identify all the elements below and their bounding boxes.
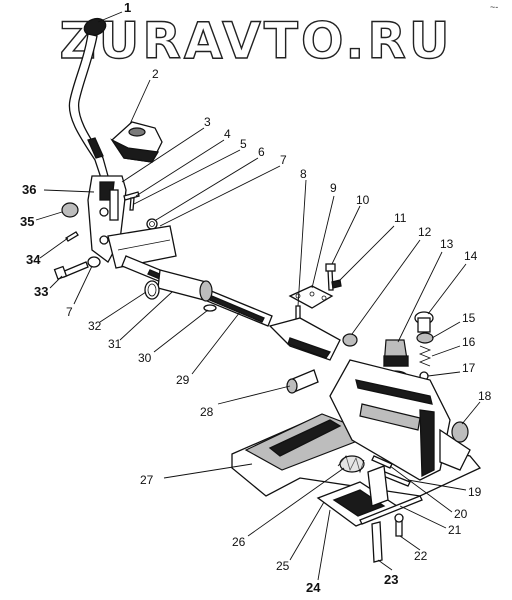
- callout-label: 22: [414, 549, 428, 563]
- cap-part-12: [342, 333, 358, 347]
- ring-part-32: [144, 280, 160, 300]
- callout-label: 25: [276, 559, 290, 573]
- shaft-sleeve-part-31: [157, 269, 207, 301]
- callout-label: 20: [454, 507, 468, 521]
- leader-lines: [35, 11, 481, 581]
- rod-part-21: [359, 495, 423, 525]
- callout-label: 8: [300, 167, 307, 181]
- callout-label: 34: [26, 252, 41, 267]
- callout-label: 31: [108, 337, 122, 351]
- callout-label: 18: [478, 389, 492, 403]
- callout-label: 11: [394, 211, 407, 225]
- callout-label: 23: [384, 572, 398, 587]
- callout-label: 12: [418, 225, 432, 239]
- nut-part-6: [146, 218, 158, 230]
- callout-label: 4: [224, 127, 231, 141]
- bolt-part-33: [53, 261, 89, 280]
- pin-part-34: [65, 231, 79, 242]
- bolt-part-14: [414, 311, 434, 333]
- callout-label: 6: [258, 145, 265, 159]
- callout-labels: 1 2 3 4 5 6 7 8 9 10 11 12 13 14 15 16 1…: [20, 0, 492, 595]
- callout-label: 36: [22, 182, 36, 197]
- callout-label: 28: [200, 405, 214, 419]
- plug-part-35: [61, 202, 79, 218]
- lever-cover: [110, 121, 163, 163]
- cap-part-18: [451, 421, 469, 443]
- callout-label: 19: [468, 485, 482, 499]
- callout-label: 1: [124, 0, 131, 15]
- screw-part-11: [331, 279, 342, 289]
- spring-part-16: [418, 345, 432, 367]
- callout-label: 16: [462, 335, 476, 349]
- pin-part-4: [123, 191, 140, 201]
- callout-label: 9: [330, 181, 337, 195]
- callout-label: 29: [176, 373, 190, 387]
- callout-label: 27: [140, 473, 154, 487]
- callout-label: 32: [88, 319, 102, 333]
- gearshift-housing: [231, 359, 482, 497]
- lever-knob: [83, 17, 107, 37]
- callout-label: 33: [34, 284, 48, 299]
- callout-label: 5: [240, 137, 247, 151]
- callout-label: 30: [138, 351, 152, 365]
- callout-label: 7: [280, 153, 287, 167]
- callout-label: 14: [464, 249, 478, 263]
- callout-label: 24: [306, 580, 321, 595]
- lever-sleeve: [87, 137, 104, 159]
- parts-drawing: [53, 17, 482, 563]
- callout-label: 15: [462, 311, 476, 325]
- callout-label: 13: [440, 237, 454, 251]
- switch-part-28: [286, 369, 319, 394]
- selector-lever-part-23: [367, 465, 389, 563]
- washer-part-15: [416, 332, 434, 344]
- pin-part-20: [371, 455, 393, 469]
- washer-part-7-left: [87, 256, 101, 268]
- pin-part-5: [129, 197, 135, 211]
- corner-mark: ~-: [490, 2, 498, 12]
- callout-label: 17: [462, 361, 476, 375]
- callout-label: 3: [204, 115, 211, 129]
- bracket-part-9: [288, 285, 334, 309]
- callout-label: 2: [152, 67, 159, 81]
- pin-part-30: [203, 304, 217, 312]
- callout-label: 35: [20, 214, 34, 229]
- callout-label: 26: [232, 535, 246, 549]
- watermark-text: ZURAVTO.RU: [60, 12, 453, 70]
- callout-label: 10: [356, 193, 370, 207]
- callout-label: 21: [448, 523, 462, 537]
- callout-label: 7: [66, 305, 73, 319]
